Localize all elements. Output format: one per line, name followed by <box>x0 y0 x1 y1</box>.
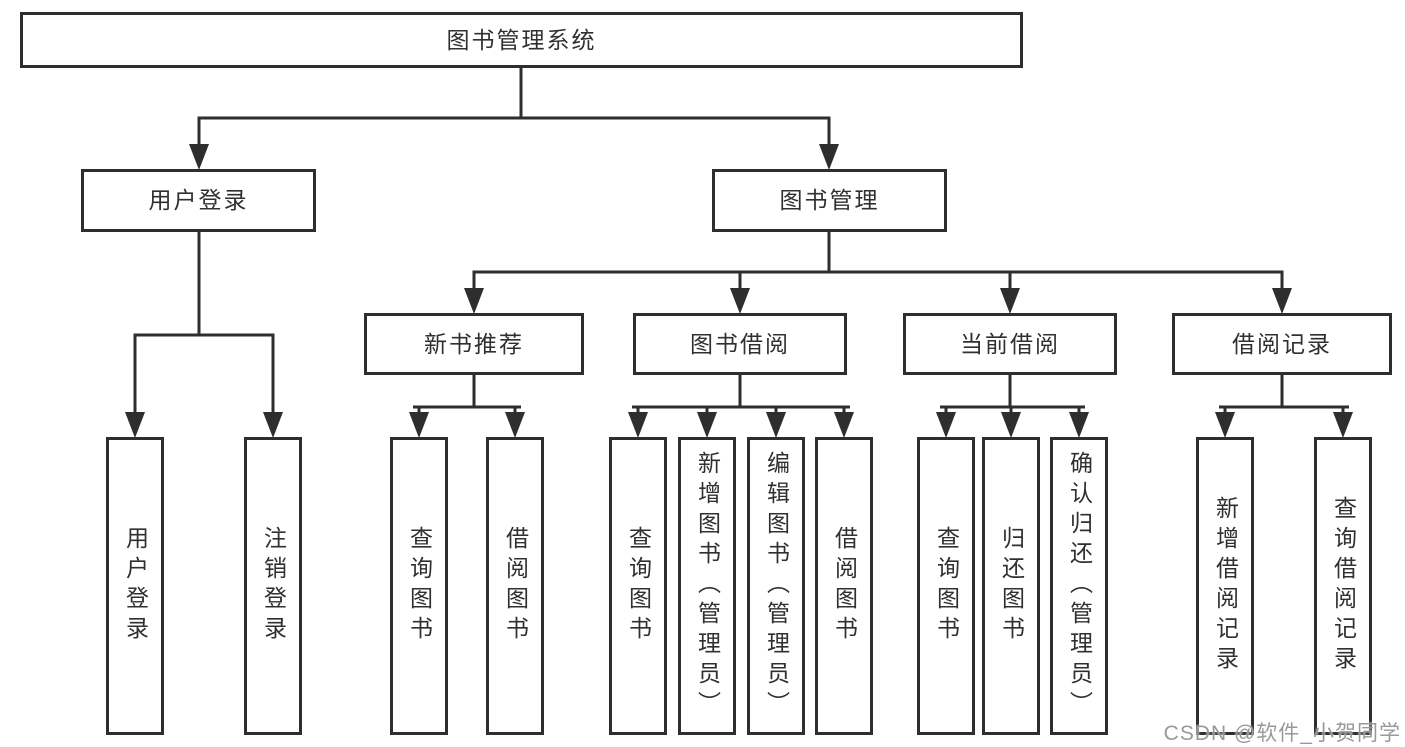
arrowhead-down-icon <box>628 412 648 438</box>
arrowhead-down-icon <box>189 144 209 170</box>
arrowhead-down-icon <box>1069 412 1089 438</box>
leaf-borrow-books-label: 借阅图书 <box>831 526 858 646</box>
connector-current-borrow-branch <box>940 375 1085 413</box>
connector-book-borrow-branch <box>632 375 850 413</box>
leaf-query-borrow-record: 查询借阅记录 <box>1314 437 1372 735</box>
connector-arrows <box>125 144 1353 438</box>
leaf-query-books-borrow: 查询图书 <box>609 437 667 735</box>
leaf-borrow-books: 借阅图书 <box>815 437 873 735</box>
leaf-return-book-label: 归还图书 <box>998 526 1025 646</box>
arrowhead-down-icon <box>697 412 717 438</box>
node-user-login-label: 用户登录 <box>148 187 249 213</box>
leaf-add-borrow-record-label: 新增借阅记录 <box>1212 496 1239 676</box>
leaf-query-books-current: 查询图书 <box>917 437 975 735</box>
arrowhead-down-icon <box>1272 288 1292 314</box>
connector-new-book-branch <box>413 375 521 413</box>
leaf-add-book-admin: 新增图书（管理员） <box>678 437 736 735</box>
arrowhead-down-icon <box>409 412 429 438</box>
leaf-user-login: 用户登录 <box>106 437 164 735</box>
leaf-confirm-return-admin-label: 确认归还（管理员） <box>1066 451 1093 721</box>
leaf-edit-book-admin-label: 编辑图书（管理员） <box>763 451 790 721</box>
connector-book-management-branch <box>472 232 1284 288</box>
leaf-return-book: 归还图书 <box>982 437 1040 735</box>
connector-borrow-record-branch <box>1219 375 1349 413</box>
arrowhead-down-icon <box>834 412 854 438</box>
arrowhead-down-icon <box>1333 412 1353 438</box>
node-borrow-records: 借阅记录 <box>1172 313 1392 375</box>
connector-user-login-branch <box>133 232 275 412</box>
leaf-user-login-label: 用户登录 <box>122 526 149 646</box>
leaf-query-books-current-label: 查询图书 <box>933 526 960 646</box>
node-book-management: 图书管理 <box>712 169 947 232</box>
arrowhead-down-icon <box>819 144 839 170</box>
arrowhead-down-icon <box>464 288 484 314</box>
arrowhead-down-icon <box>730 288 750 314</box>
leaf-borrow-books-recommend-label: 借阅图书 <box>502 526 529 646</box>
node-new-book-recommend: 新书推荐 <box>364 313 584 375</box>
arrowhead-down-icon <box>766 412 786 438</box>
leaf-logout-label: 注销登录 <box>260 526 287 646</box>
node-root: 图书管理系统 <box>20 12 1023 68</box>
leaf-borrow-books-recommend: 借阅图书 <box>486 437 544 735</box>
leaf-logout: 注销登录 <box>244 437 302 735</box>
arrowhead-down-icon <box>1000 288 1020 314</box>
node-new-book-recommend-label: 新书推荐 <box>424 330 524 357</box>
leaf-add-book-admin-label: 新增图书（管理员） <box>694 451 721 721</box>
node-root-label: 图书管理系统 <box>446 26 597 53</box>
connector-paths <box>133 68 1349 413</box>
arrowhead-down-icon <box>125 412 145 438</box>
connector-root-branch <box>197 68 831 145</box>
node-book-borrow-label: 图书借阅 <box>690 330 790 357</box>
leaf-query-books-recommend-label: 查询图书 <box>406 526 433 646</box>
node-current-borrow-label: 当前借阅 <box>960 330 1060 357</box>
node-current-borrow: 当前借阅 <box>903 313 1117 375</box>
csdn-watermark: CSDN @软件_小贺同学 <box>1163 722 1401 745</box>
leaf-edit-book-admin: 编辑图书（管理员） <box>747 437 805 735</box>
arrowhead-down-icon <box>1001 412 1021 438</box>
leaf-query-books-recommend: 查询图书 <box>390 437 448 735</box>
leaf-query-books-borrow-label: 查询图书 <box>625 526 652 646</box>
arrowhead-down-icon <box>1215 412 1235 438</box>
arrowhead-down-icon <box>505 412 525 438</box>
node-book-borrow: 图书借阅 <box>633 313 847 375</box>
leaf-confirm-return-admin: 确认归还（管理员） <box>1050 437 1108 735</box>
arrowhead-down-icon <box>936 412 956 438</box>
node-user-login: 用户登录 <box>81 169 316 232</box>
leaf-query-borrow-record-label: 查询借阅记录 <box>1330 496 1357 676</box>
leaf-add-borrow-record: 新增借阅记录 <box>1196 437 1254 735</box>
node-book-management-label: 图书管理 <box>779 187 880 213</box>
node-borrow-records-label: 借阅记录 <box>1232 330 1332 357</box>
arrowhead-down-icon <box>263 412 283 438</box>
